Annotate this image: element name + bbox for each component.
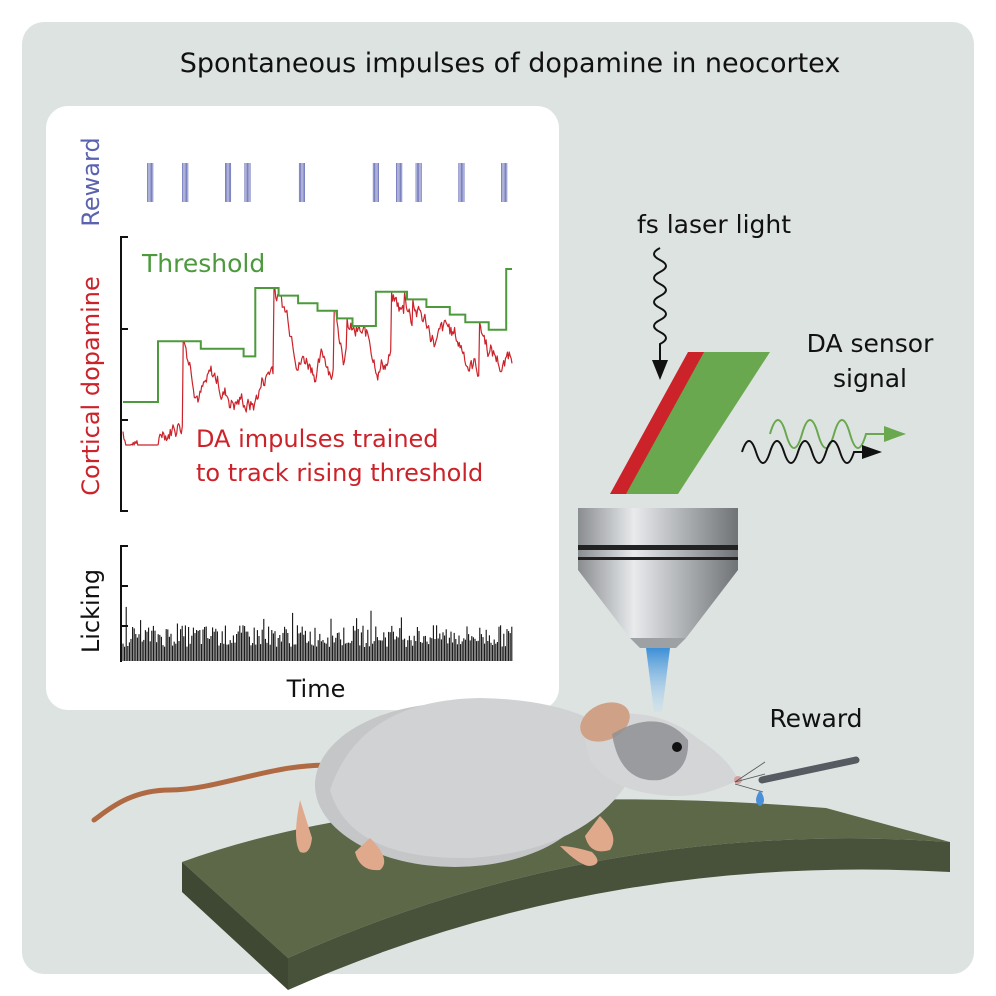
- licking-axis-label: Licking: [77, 569, 105, 653]
- mouse-illustration: [91, 698, 766, 871]
- reward-spout-label: Reward: [769, 704, 862, 733]
- threshold-line: [123, 268, 512, 403]
- annotation-line-1: DA impulses trained: [196, 425, 439, 453]
- excitation-light-cone: [646, 648, 670, 712]
- dopamine-trace: [122, 287, 513, 446]
- annotation-line-2: to track rising threshold: [196, 459, 483, 487]
- laser-label: fs laser light: [637, 210, 791, 239]
- threshold-label: Threshold: [141, 249, 265, 278]
- sensor-label-line-1: DA sensor: [807, 329, 934, 358]
- reward-spout: [758, 756, 860, 784]
- reward-events: [147, 163, 508, 202]
- plot-card: [46, 106, 559, 710]
- sensor-slab-red: [610, 352, 704, 494]
- laser-beam-wave: [653, 247, 667, 362]
- sensor-signal-wave-green: [769, 419, 888, 449]
- figure-title: Spontaneous impulses of dopamine in neoc…: [180, 48, 841, 79]
- sensor-signal-arrow-green: [884, 426, 906, 442]
- mouse-tail: [91, 762, 343, 823]
- dopamine-axis-label: Cortical dopamine: [77, 276, 105, 495]
- dopamine-axis: [120, 236, 128, 512]
- sensor-slab-green: [610, 352, 770, 494]
- licking-trace: [122, 606, 513, 661]
- objective-lens: [578, 508, 738, 648]
- sensor-reference-wave-black: [741, 440, 868, 464]
- reward-droplet: [756, 790, 764, 806]
- licking-axis: [120, 545, 128, 662]
- laser-arrowhead: [652, 360, 668, 380]
- sensor-label-line-2: signal: [833, 364, 907, 393]
- time-axis-label: Time: [286, 675, 346, 703]
- reward-axis-label: Reward: [77, 137, 105, 226]
- sensor-reference-arrow-black: [862, 445, 882, 459]
